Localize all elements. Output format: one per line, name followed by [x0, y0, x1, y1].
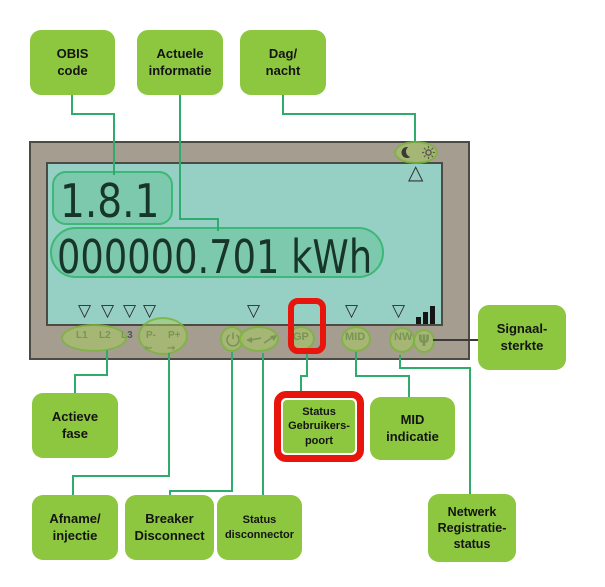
connector-signaal	[433, 339, 478, 341]
callout-signaal-sterkte: Signaal- sterkte	[478, 305, 566, 370]
connector-actieve-fase	[74, 374, 108, 376]
connector-afname	[168, 353, 170, 477]
connector-actuele	[179, 95, 181, 220]
connector-dag-nacht	[282, 95, 284, 115]
connector-gp	[300, 375, 308, 377]
connector-afname	[72, 475, 170, 477]
connector-mid	[408, 375, 410, 398]
triangle-down-icon: ▽	[392, 301, 406, 321]
callout-actieve-fase: Actieve fase	[32, 393, 118, 458]
callout-dag-nacht: Dag/ nacht	[240, 30, 326, 95]
obis-highlight	[52, 171, 173, 225]
highlight-p-minus-plus	[138, 317, 188, 355]
connector-breaker	[169, 490, 233, 492]
callout-status-gebruikerspoort-red-frame: Status Gebruikers- poort	[274, 391, 364, 462]
sun-icon	[422, 146, 435, 159]
connector-actieve-fase	[74, 374, 76, 394]
triangle-down-icon: ▽	[78, 301, 92, 321]
connector-dag-nacht	[282, 113, 416, 115]
callout-netwerk-registratie: Netwerk Registratie- status	[428, 494, 516, 562]
callout-breaker-disconnect: Breaker Disconnect	[125, 495, 214, 560]
highlight-disconnector	[239, 326, 279, 352]
callout-afname-injectie: Afname/ injectie	[32, 495, 118, 560]
highlight-active-phase	[61, 324, 127, 352]
connector-gp	[306, 352, 308, 377]
highlight-mid	[341, 326, 371, 352]
connector-nw	[399, 355, 401, 369]
obis-code-value: 1.8.1	[60, 174, 160, 228]
callout-status-disconnector: Status disconnector	[217, 495, 302, 560]
connector-nw	[469, 367, 471, 496]
phase-l3-label: L3	[121, 330, 133, 341]
triangle-down-icon: ▽	[247, 301, 261, 321]
day-night-highlight	[394, 141, 438, 164]
triangle-down-icon: ▽	[123, 301, 137, 321]
connector-obis	[71, 95, 73, 115]
connector-gp	[300, 375, 302, 392]
connector-actieve-fase	[106, 350, 108, 376]
connector-breaker	[231, 352, 233, 492]
reading-value: 000000.701 kWh	[57, 230, 373, 284]
triangle-up-icon: △	[408, 160, 424, 184]
highlight-nw	[389, 327, 415, 353]
connector-status-disconnector	[262, 353, 264, 496]
highlight-psi	[413, 329, 435, 353]
gp-red-highlight-rect	[288, 298, 326, 354]
connector-mid	[355, 375, 410, 377]
connector-nw	[399, 367, 471, 369]
moon-icon	[401, 147, 413, 158]
triangle-down-icon: ▽	[345, 301, 359, 321]
connector-actuele	[179, 218, 219, 220]
connector-afname	[72, 475, 74, 496]
connector-actuele	[217, 218, 219, 231]
callout-mid-indicatie: MID indicatie	[370, 397, 455, 460]
callout-actuele-informatie: Actuele informatie	[137, 30, 223, 95]
connector-mid	[355, 352, 357, 377]
callout-status-gebruikerspoort: Status Gebruikers- poort	[283, 400, 355, 453]
callout-obis-code: OBIS code	[30, 30, 115, 95]
connector-dag-nacht	[414, 113, 416, 143]
connector-breaker	[169, 490, 171, 497]
triangle-down-icon: ▽	[143, 301, 157, 321]
connector-obis	[113, 113, 115, 175]
triangle-down-icon: ▽	[101, 301, 115, 321]
connector-obis	[71, 113, 115, 115]
